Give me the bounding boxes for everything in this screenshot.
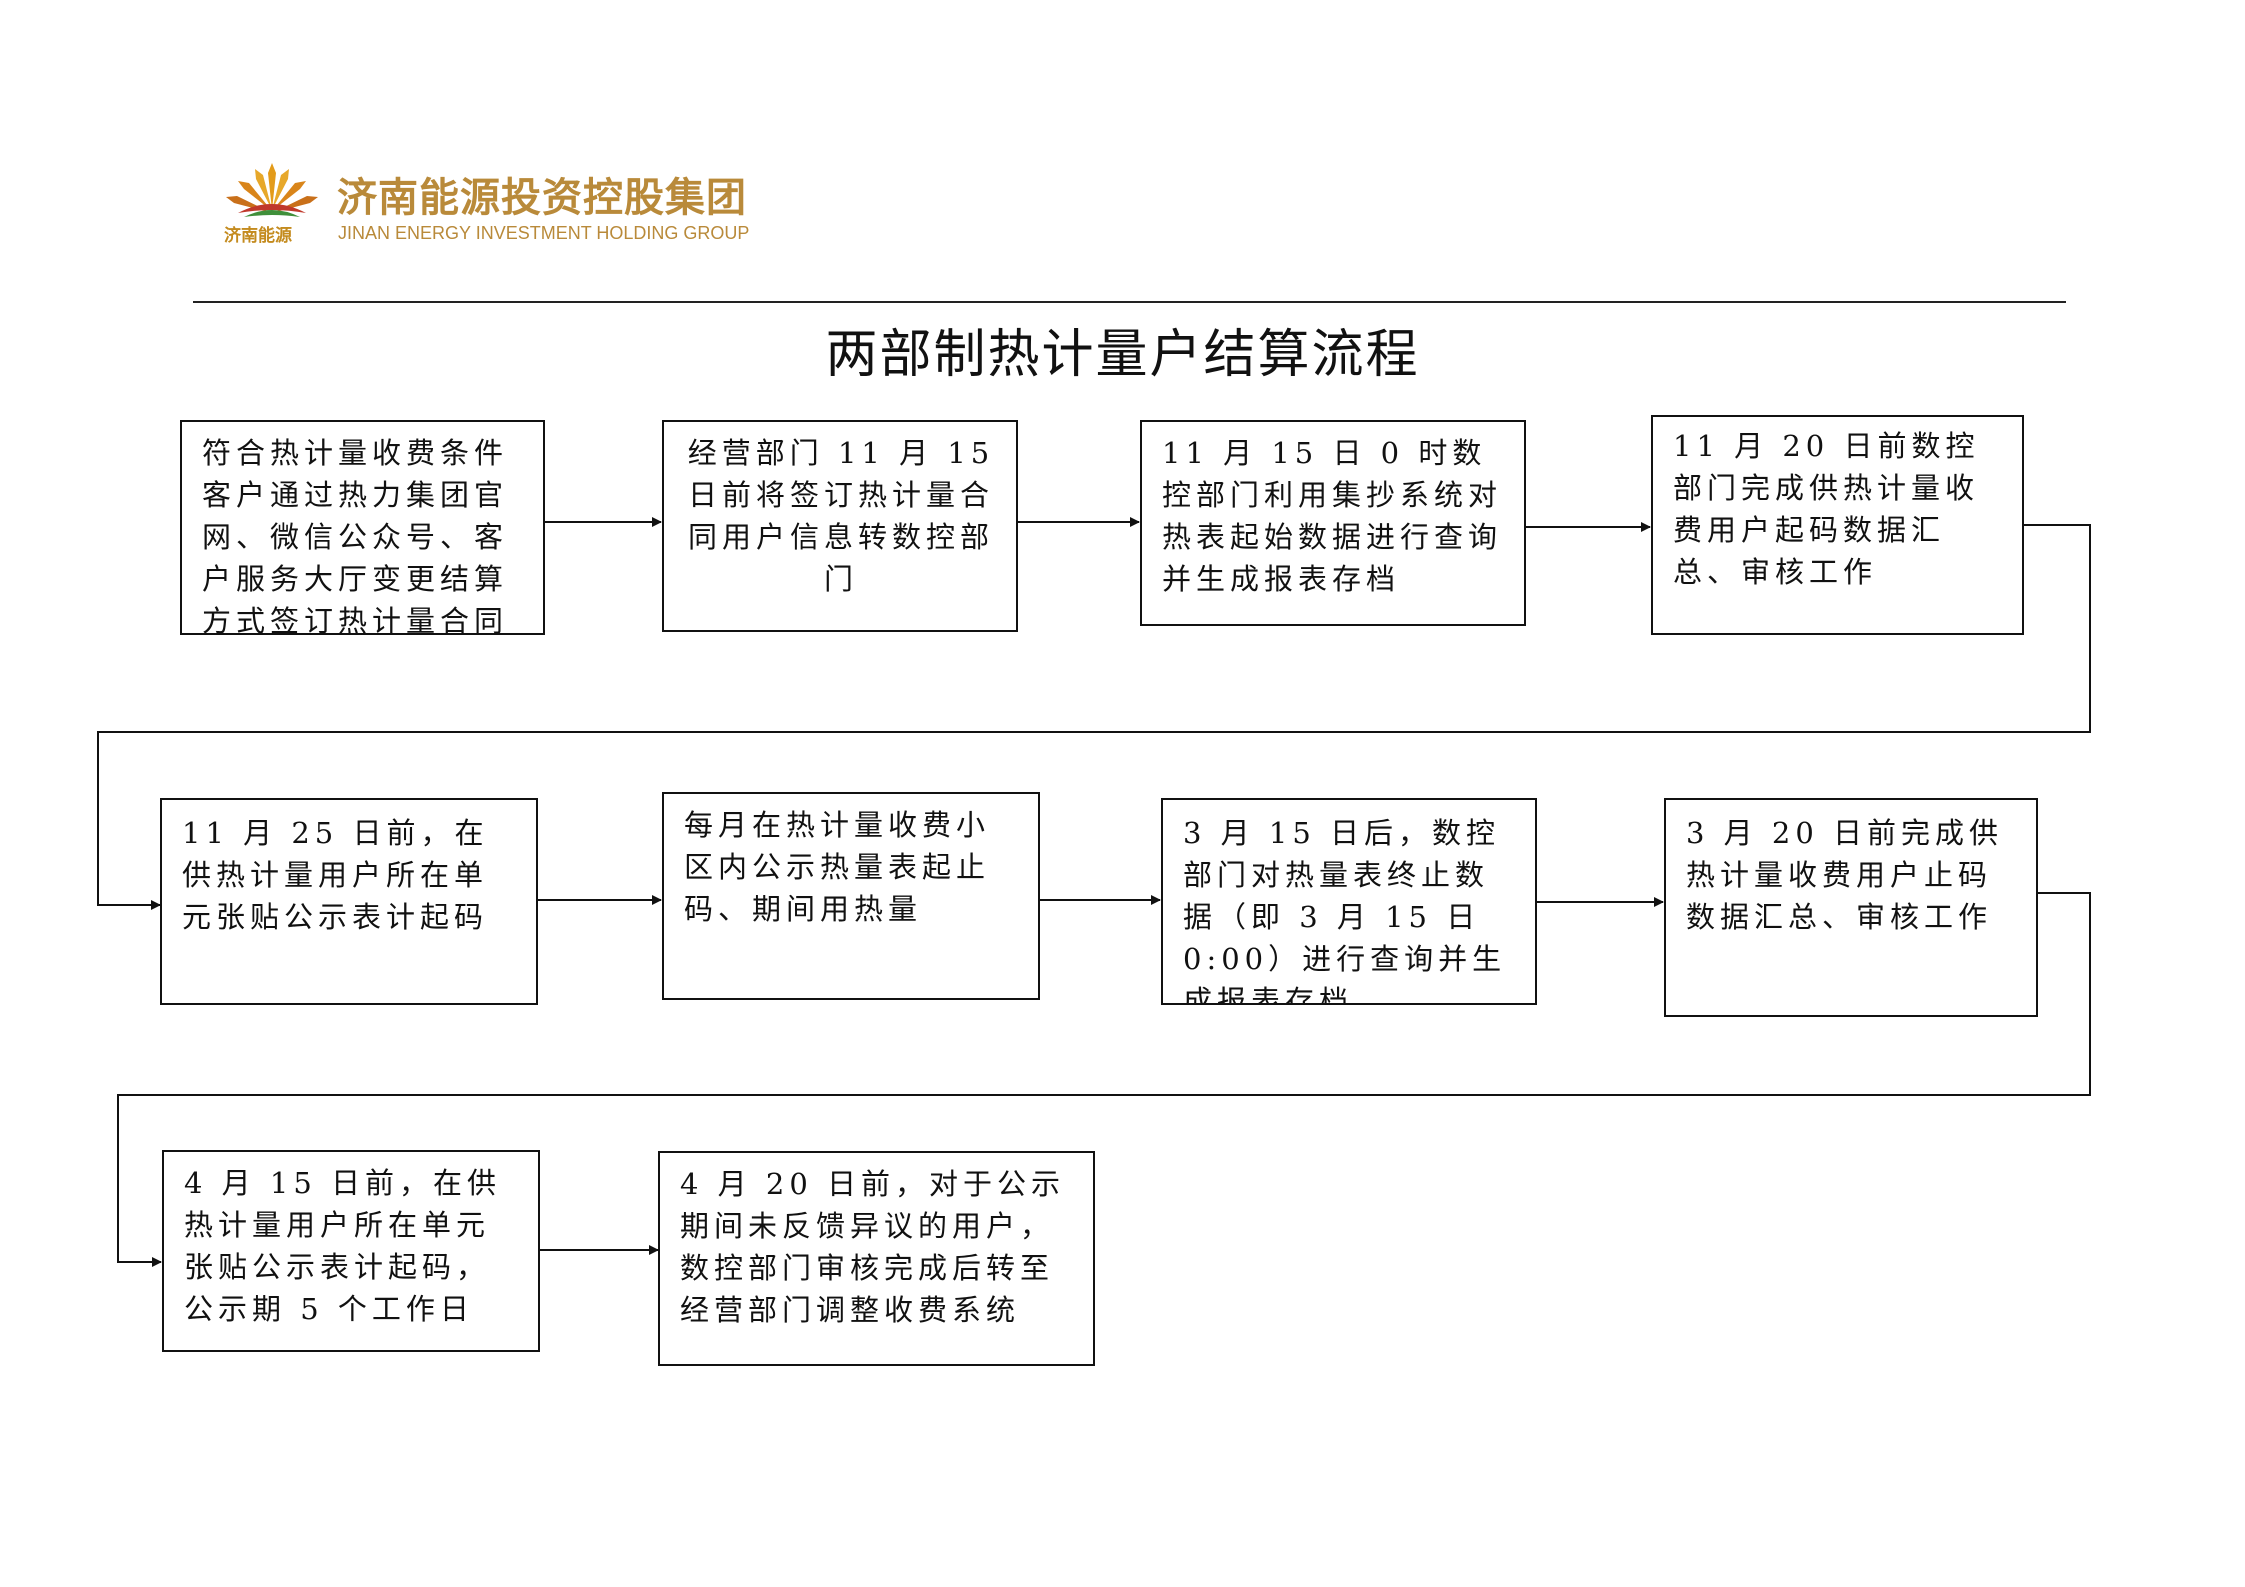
flow-step-7-text: 3 月 15 日后，数控部门对热量表终止数据（即 3 月 15 日 0:00）进…: [1183, 816, 1507, 1005]
flow-step-1: 符合热计量收费条件客户通过热力集团官网、微信公众号、客户服务大厅变更结算方式签订…: [180, 420, 545, 635]
flow-step-6: 每月在热计量收费小区内公示热量表起止码、期间用热量: [662, 792, 1040, 1000]
flow-step-10: 4 月 20 日前，对于公示期间未反馈异议的用户，数控部门审核完成后转至经营部门…: [658, 1151, 1095, 1366]
connector-4-5: [97, 524, 2091, 910]
connector-8-9: [117, 892, 2091, 1267]
flow-step-2-text: 经营部门 11 月 15 日前将签订热计量合同用户信息转数控部门: [687, 436, 995, 596]
company-name-cn: 济南能源投资控股集团: [337, 175, 747, 221]
flow-step-9-text: 4 月 15 日前，在供热计量用户所在单元张贴公示表计起码，公示期 5 个工作日: [184, 1166, 502, 1326]
flow-step-4: 11 月 20 日前数控部门完成供热计量收费用户起码数据汇总、审核工作: [1651, 415, 2024, 635]
flow-step-9: 4 月 15 日前，在供热计量用户所在单元张贴公示表计起码，公示期 5 个工作日: [162, 1150, 540, 1352]
flow-step-2: 经营部门 11 月 15 日前将签订热计量合同用户信息转数控部门: [662, 420, 1018, 632]
flow-step-7: 3 月 15 日后，数控部门对热量表终止数据（即 3 月 15 日 0:00）进…: [1161, 798, 1537, 1005]
sunflower-logo-icon: [226, 163, 318, 217]
flow-step-3: 11 月 15 日 0 时数控部门利用集抄系统对热表起始数据进行查询并生成报表存…: [1140, 420, 1526, 626]
logo-short-name: 济南能源: [224, 226, 292, 246]
flow-step-6-text: 每月在热计量收费小区内公示热量表起止码、期间用热量: [684, 808, 991, 926]
flow-step-5: 11 月 25 日前，在供热计量用户所在单元张贴公示表计起码: [160, 798, 538, 1005]
company-logo: 济南能源 济南能源投资控股集团 JINAN ENERGY INVESTMENT …: [222, 155, 842, 255]
flow-step-8-text: 3 月 20 日前完成供热计量收费用户止码数据汇总、审核工作: [1686, 816, 2004, 934]
flow-step-4-text: 11 月 20 日前数控部门完成供热计量收费用户起码数据汇总、审核工作: [1673, 429, 1980, 589]
flow-step-10-text: 4 月 20 日前，对于公示期间未反馈异议的用户，数控部门审核完成后转至经营部门…: [680, 1167, 1066, 1327]
page-title: 两部制热计量户结算流程: [825, 325, 1420, 385]
header-divider: [193, 301, 2066, 303]
company-name-en: JINAN ENERGY INVESTMENT HOLDING GROUP: [338, 223, 750, 243]
flow-step-5-text: 11 月 25 日前，在供热计量用户所在单元张贴公示表计起码: [182, 816, 489, 934]
flow-step-8: 3 月 20 日前完成供热计量收费用户止码数据汇总、审核工作: [1664, 798, 2038, 1017]
flow-step-1-text: 符合热计量收费条件客户通过热力集团官网、微信公众号、客户服务大厅变更结算方式签订…: [202, 436, 509, 635]
flow-step-3-text: 11 月 15 日 0 时数控部门利用集抄系统对热表起始数据进行查询并生成报表存…: [1162, 436, 1503, 596]
